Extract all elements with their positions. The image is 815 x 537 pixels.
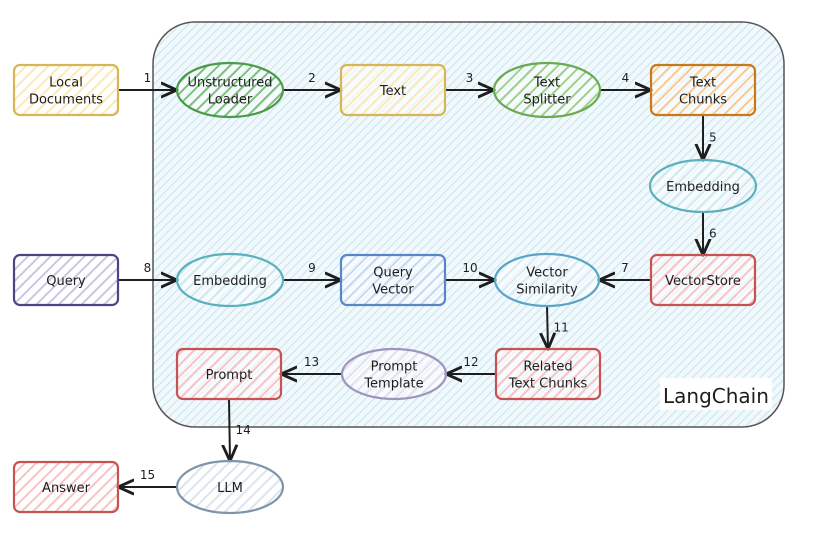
edge-prompt-template-to-prompt: 13 (281, 355, 342, 374)
node-box (649, 63, 757, 117)
edge-arrow (547, 305, 548, 349)
node-box (339, 63, 447, 117)
edge-step-label: 6 (709, 227, 717, 241)
node-label: Related (523, 360, 572, 375)
node-box (12, 460, 120, 514)
node-ellipse (175, 252, 285, 308)
edge-step-label: 5 (709, 131, 717, 145)
node-label: Documents (29, 93, 103, 108)
node-label: Template (363, 377, 423, 392)
node-label: Query (373, 266, 413, 281)
node-label: Text (533, 76, 560, 91)
edge-step-label: 15 (140, 468, 155, 482)
node-label: Answer (42, 481, 91, 496)
node-label: Embedding (666, 180, 740, 195)
edge-local-documents-to-unstructured-loader: 1 (118, 71, 177, 90)
edge-step-label: 7 (621, 261, 629, 275)
node-box (494, 347, 602, 401)
edge-step-label: 13 (304, 355, 319, 369)
edge-step-label: 11 (554, 321, 569, 335)
node-label: Text (379, 84, 406, 99)
edge-step-label: 14 (236, 423, 251, 437)
node-ellipse (493, 252, 601, 308)
node-ellipse (175, 61, 285, 119)
langchain-group: LangChain (152, 21, 785, 428)
edge-step-label: 2 (308, 71, 316, 85)
node-label: Similarity (516, 283, 578, 298)
edge-text-splitter-to-text-chunks: 4 (600, 71, 651, 90)
node-prompt: Prompt (175, 347, 283, 401)
langchain-group-box (152, 21, 785, 428)
edge-llm-to-answer: 15 (118, 468, 177, 487)
edge-text-chunks-to-embedding-doc: 5 (703, 115, 717, 160)
node-label: Prompt (206, 368, 253, 383)
node-label: Prompt (371, 360, 418, 375)
node-box (12, 253, 120, 307)
node-text: Text (339, 63, 447, 117)
node-ellipse (175, 459, 285, 515)
edge-step-label: 8 (144, 261, 152, 275)
edge-arrow (229, 398, 230, 461)
node-query: Query (12, 253, 120, 307)
node-label: Unstructured (187, 76, 272, 91)
node-label: Chunks (679, 93, 727, 108)
node-label: Loader (208, 93, 253, 108)
node-label: Text (689, 76, 716, 91)
node-label: Query (46, 274, 86, 289)
node-ellipse (492, 61, 602, 119)
edge-embedding-doc-to-vectorstore: 6 (703, 212, 717, 255)
edge-step-label: 3 (466, 71, 474, 85)
langchain-label-bg (660, 378, 772, 410)
node-label: Vector (372, 283, 414, 298)
edge-query-to-embedding-query: 8 (118, 261, 177, 280)
nodes-layer: LocalDocumentsUnstructuredLoaderTextText… (12, 61, 758, 515)
edge-vector-similarity-to-related-text-chunks: 11 (547, 305, 569, 349)
langchain-group-label: LangChain (663, 384, 769, 408)
node-llm: LLM (175, 459, 285, 515)
node-label: LLM (217, 481, 243, 496)
edge-step-label: 4 (622, 71, 630, 85)
node-ellipse (340, 347, 448, 401)
node-embedding-doc: Embedding (648, 158, 758, 214)
node-label: Vector (526, 266, 568, 281)
node-box (649, 253, 757, 307)
edge-unstructured-loader-to-text: 2 (283, 71, 341, 90)
edge-vectorstore-to-vector-similarity: 7 (599, 261, 651, 280)
node-box (12, 63, 120, 117)
edge-step-label: 9 (308, 261, 316, 275)
node-answer: Answer (12, 460, 120, 514)
node-label: Splitter (523, 93, 571, 108)
node-box (339, 253, 447, 307)
edge-embedding-query-to-query-vector: 9 (283, 261, 341, 280)
edge-step-label: 10 (462, 261, 477, 275)
edge-related-text-chunks-to-prompt-template: 12 (446, 355, 496, 374)
node-ellipse (648, 158, 758, 214)
node-embedding-query: Embedding (175, 252, 285, 308)
node-box (175, 347, 283, 401)
edge-text-to-text-splitter: 3 (445, 71, 494, 90)
edge-prompt-to-llm: 14 (229, 398, 251, 461)
node-label: Local (49, 76, 83, 91)
node-label: Embedding (193, 274, 267, 289)
node-label: Text Chunks (508, 377, 588, 392)
edge-step-label: 1 (144, 71, 152, 85)
edge-query-vector-to-vector-similarity: 10 (445, 261, 495, 280)
node-label: VectorStore (665, 274, 741, 289)
edge-step-label: 12 (463, 355, 478, 369)
node-vectorstore: VectorStore (649, 253, 757, 307)
